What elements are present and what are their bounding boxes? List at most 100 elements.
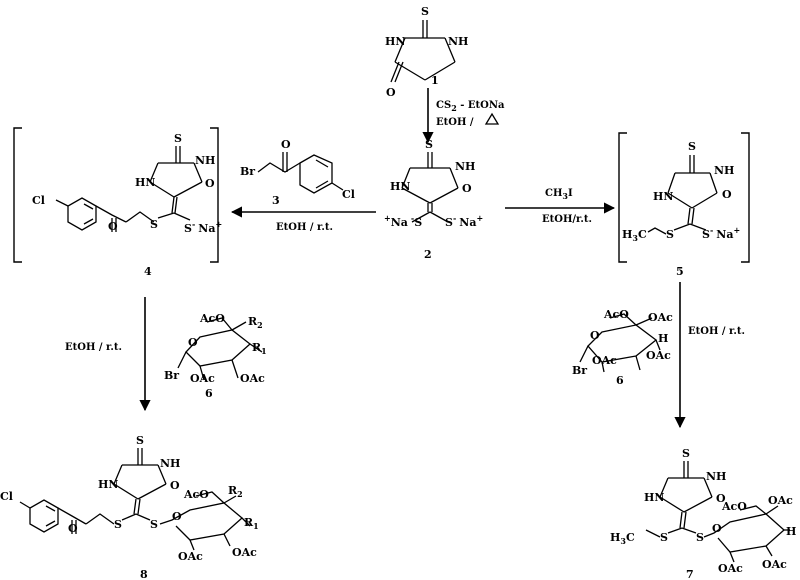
- compound-label-6-left: 6: [205, 387, 213, 400]
- atom-nh: NH: [706, 470, 726, 483]
- atom-o: O: [205, 177, 215, 190]
- atom-s: S: [150, 218, 158, 231]
- atom-s: S: [421, 5, 429, 18]
- atom-h: H: [786, 525, 796, 538]
- atom-o: O: [590, 329, 600, 342]
- atom-aco: AcO: [721, 500, 747, 513]
- atom-o: O: [386, 86, 396, 99]
- atom-o: O: [716, 492, 726, 505]
- atom-hn: HN: [135, 176, 155, 189]
- atom-oac: OAc: [646, 349, 671, 362]
- label-r1: R1: [252, 341, 267, 356]
- atom-o: O: [172, 510, 182, 523]
- atom-o: O: [170, 479, 180, 492]
- compound-label-4: 4: [144, 265, 152, 278]
- atom-nh: NH: [714, 164, 734, 177]
- atom-nh: NH: [448, 35, 468, 48]
- atom-o: O: [462, 182, 472, 195]
- atom-oac: OAc: [240, 372, 265, 385]
- compound-4: S HN NH O Cl O S S-Na+ 4: [32, 132, 222, 278]
- atom-s: S: [696, 531, 704, 544]
- atom-nh: NH: [160, 457, 180, 470]
- atom-hn: HN: [390, 180, 410, 193]
- compound-label-2: 2: [424, 248, 432, 261]
- atom-s: S: [682, 447, 690, 460]
- compound-8: S HN NH O Cl O S S O AcO R2 R1 OAc OAc 8: [0, 434, 259, 580]
- compound-6-right: AcO OAc H O OAc OAc Br 6: [572, 308, 673, 387]
- label-s-minus-na: S-Na+: [702, 225, 740, 241]
- compound-6-left: AcO R2 R1 O OAc OAc Br 6: [164, 312, 267, 400]
- atom-oac: OAc: [178, 550, 203, 563]
- label-h3c: H3C: [610, 531, 635, 546]
- compound-1: S HN NH O 1: [385, 5, 468, 99]
- atom-s: S: [174, 132, 182, 145]
- atom-cl: Cl: [32, 194, 45, 207]
- compound-7: S HN NH O H3C S S O AcO OAc H OAc OAc 7: [610, 447, 796, 580]
- compound-5: S HN NH O H3C S S-Na+ 5: [622, 140, 740, 278]
- compound-2: S HN NH O +Na-S S-Na+ 2: [384, 138, 483, 261]
- atom-s: S: [688, 140, 696, 153]
- label-r2: R2: [248, 315, 263, 330]
- atom-s: S: [136, 434, 144, 447]
- atom-o: O: [712, 522, 722, 535]
- condition-etoh-rt-5: EtOH / r.t.: [688, 326, 745, 337]
- atom-nh: NH: [195, 154, 215, 167]
- atom-br: Br: [164, 369, 179, 382]
- atom-o: O: [281, 138, 291, 151]
- atom-o: O: [68, 522, 78, 535]
- atom-cl: Cl: [342, 188, 355, 201]
- atom-h: H: [658, 332, 668, 345]
- atom-aco: AcO: [603, 308, 629, 321]
- atom-s: S: [114, 518, 122, 531]
- label-h3c: H3C: [622, 228, 647, 243]
- label-s-minus-na: S-Na+: [445, 213, 483, 229]
- compound-label-7: 7: [686, 568, 694, 580]
- atom-aco: AcO: [183, 488, 209, 501]
- condition-ch3i: CH3I: [545, 188, 573, 201]
- bracket-right-5: [741, 132, 750, 263]
- condition-etoh-heat: EtOH /: [436, 117, 474, 128]
- atom-s: S: [425, 138, 433, 151]
- atom-hn: HN: [98, 478, 118, 491]
- atom-oac: OAc: [718, 562, 743, 575]
- bracket-right-4: [210, 127, 219, 263]
- atom-br: Br: [240, 165, 255, 178]
- compound-label-5: 5: [676, 265, 684, 278]
- heat-triangle-icon: [484, 112, 500, 125]
- atom-cl: Cl: [0, 490, 13, 503]
- atom-hn: HN: [653, 190, 673, 203]
- atom-oac: OAc: [592, 354, 617, 367]
- condition-etoh-rt-4: EtOH / r.t.: [65, 342, 122, 353]
- atom-oac: OAc: [190, 372, 215, 385]
- atom-s: S: [150, 518, 158, 531]
- bracket-left-4: [13, 127, 22, 263]
- atom-o: O: [108, 220, 118, 233]
- compound-label-6-right: 6: [616, 374, 624, 387]
- atom-oac: OAc: [768, 494, 793, 507]
- compound-label-8: 8: [140, 568, 148, 580]
- atom-s: S: [660, 531, 668, 544]
- compound-label-3: 3: [272, 194, 280, 207]
- condition-etoh-rt-right: EtOH/r.t.: [542, 214, 592, 225]
- atom-s: S: [666, 228, 674, 241]
- atom-oac: OAc: [648, 311, 673, 324]
- atom-br: Br: [572, 364, 587, 377]
- bracket-left-5: [618, 132, 627, 263]
- atom-o: O: [188, 336, 198, 349]
- label-r1: R1: [244, 516, 259, 531]
- atom-nh: NH: [455, 160, 475, 173]
- atom-hn: HN: [644, 491, 664, 504]
- atom-hn: HN: [385, 35, 405, 48]
- condition-cs2: CS2 - EtONa: [436, 100, 505, 113]
- label-s-minus-na: S-Na+: [184, 219, 222, 235]
- atom-oac: OAc: [762, 558, 787, 571]
- compound-label-1: 1: [431, 74, 439, 87]
- atom-aco: AcO: [199, 312, 225, 325]
- atom-oac: OAc: [232, 546, 257, 559]
- compound-3: Br O Cl 3: [240, 138, 355, 207]
- label-r2: R2: [228, 484, 243, 499]
- atom-o: O: [722, 188, 732, 201]
- label-na-s-minus: +Na-S: [384, 213, 422, 229]
- condition-etoh-rt-left: EtOH / r.t.: [276, 222, 333, 233]
